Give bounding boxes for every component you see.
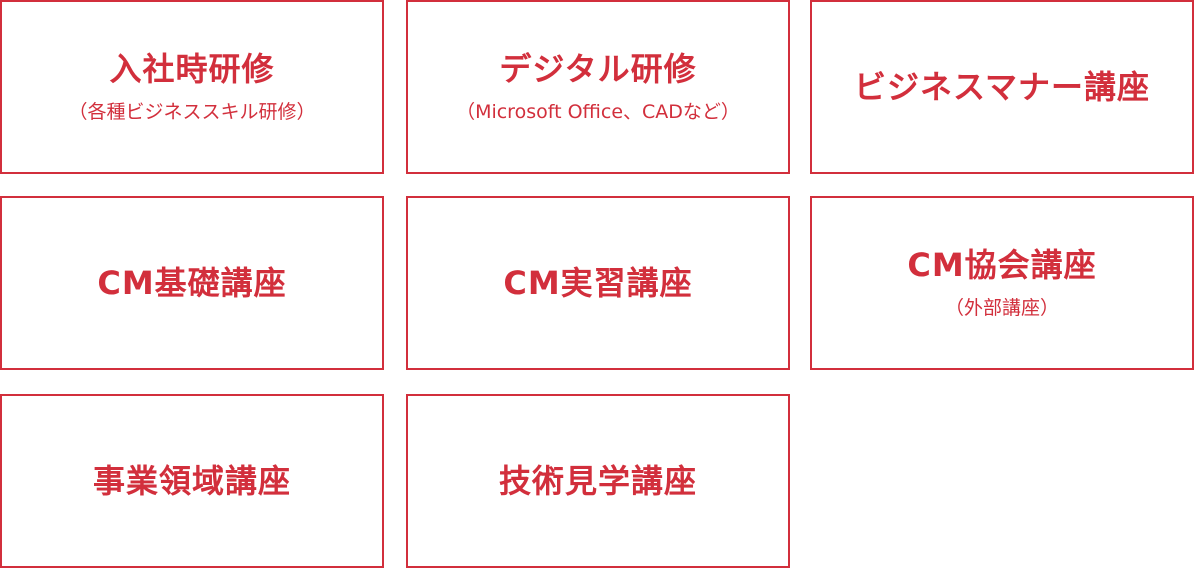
- card-subtitle: （各種ビジネススキル研修）: [68, 100, 316, 123]
- card-title: 事業領域講座: [92, 461, 291, 500]
- card-digital-training[interactable]: デジタル研修 （Microsoft Office、CADなど）: [406, 0, 790, 174]
- card-title: CM実習講座: [503, 263, 693, 302]
- card-cm-association[interactable]: CM協会講座 （外部講座）: [810, 196, 1194, 370]
- card-onboarding-training[interactable]: 入社時研修 （各種ビジネススキル研修）: [0, 0, 384, 174]
- card-title: ビジネスマナー講座: [853, 67, 1151, 106]
- card-business-domain[interactable]: 事業領域講座: [0, 394, 384, 568]
- card-business-manners[interactable]: ビジネスマナー講座: [810, 0, 1194, 174]
- card-subtitle: （Microsoft Office、CADなど）: [456, 100, 740, 123]
- card-title: デジタル研修: [499, 50, 697, 89]
- card-cm-basics[interactable]: CM基礎講座: [0, 196, 384, 370]
- card-title: CM協会講座: [907, 246, 1097, 285]
- card-title: 入社時研修: [109, 50, 275, 89]
- card-title: CM基礎講座: [97, 263, 287, 302]
- card-technical-tour[interactable]: 技術見学講座: [406, 394, 790, 568]
- card-subtitle: （外部講座）: [944, 296, 1059, 319]
- card-cm-practice[interactable]: CM実習講座: [406, 196, 790, 370]
- card-title: 技術見学講座: [498, 461, 697, 500]
